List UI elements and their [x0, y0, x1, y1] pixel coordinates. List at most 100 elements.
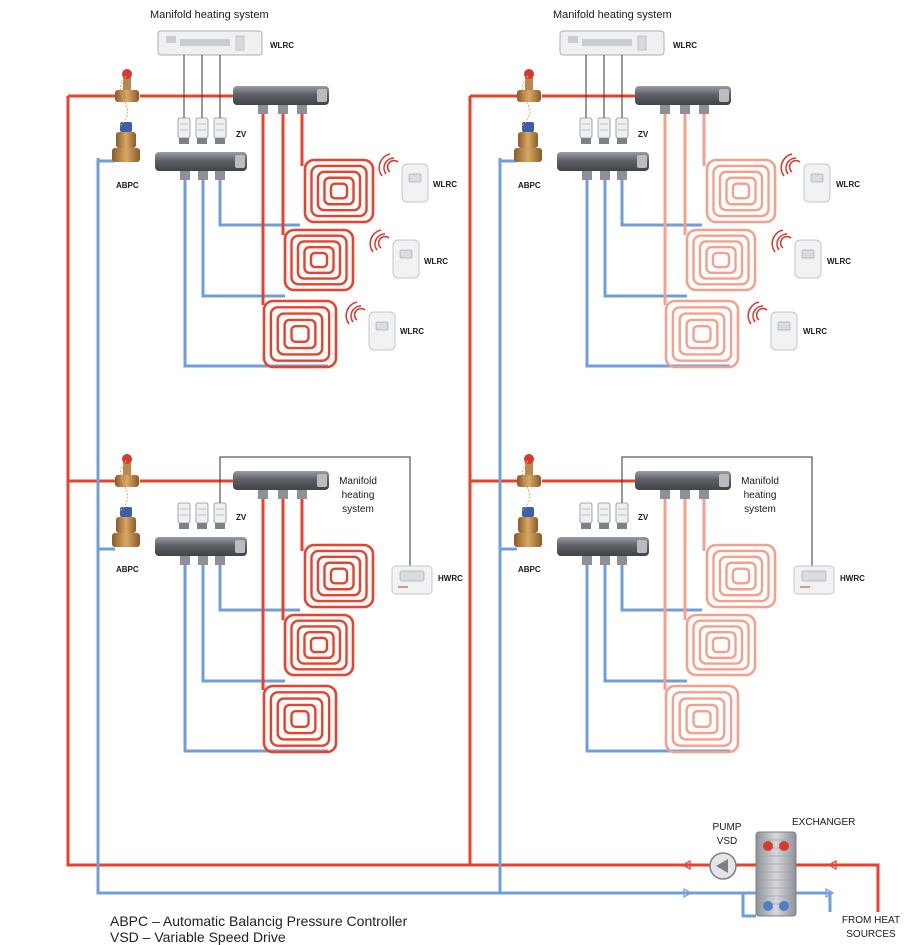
room-wlrc-tr-1	[780, 153, 831, 203]
room-wlrc-label-tl-1: WLRC	[433, 180, 457, 189]
room-wlrc-tl-1	[378, 153, 429, 203]
heat-exchanger	[741, 831, 829, 918]
manifold-title-bottom-right: Manifold heating system	[735, 475, 785, 517]
floor-loop-bl-2	[283, 613, 355, 677]
wlrc-main-controller-tl	[157, 30, 263, 56]
wlrc-main-controller-tr	[559, 30, 665, 56]
zone-valve-tr-2	[597, 117, 611, 144]
supply-fitting-br-2	[680, 490, 690, 499]
supply-fitting-tr-1	[660, 105, 670, 114]
supply-fitting-bl-3	[297, 490, 307, 499]
heat-source-label: FROM HEAT SOURCES	[836, 914, 906, 942]
manifold-title-bottom-left: Manifold heating system	[333, 475, 383, 517]
abpc-valve-br	[514, 460, 542, 547]
zone-valve-bl-3	[213, 502, 227, 529]
floor-loop-br-2	[685, 613, 757, 677]
manifold-title-top-right: Manifold heating system	[553, 9, 672, 21]
supply-valve-tr	[517, 69, 541, 102]
pump-label: PUMP VSD	[703, 821, 751, 849]
heat-source-line-1: FROM HEAT	[841, 915, 901, 926]
wlrc-main-label-tr: WLRC	[673, 41, 697, 50]
manifold-title-br-line-2: heating	[743, 490, 777, 501]
pump-vsd	[709, 852, 737, 880]
supply-fitting-tl-2	[278, 105, 288, 114]
manifold-title-bl-line-2: heating	[341, 490, 375, 501]
return-pipes-br	[585, 560, 730, 753]
control-wires-br	[621, 456, 813, 567]
legend-vsd: VSD – Variable Speed Drive	[110, 929, 286, 945]
exchanger-label: EXCHANGER	[792, 817, 856, 828]
floor-loop-tr-3	[664, 299, 740, 369]
control-wires-bl	[219, 456, 411, 567]
zone-valve-br-2	[597, 502, 611, 529]
abpc-label-br: ABPC	[518, 565, 541, 574]
supply-pipes-bl	[261, 491, 304, 690]
floor-loop-tl-2	[283, 228, 355, 292]
zv-label-bl: ZV	[236, 513, 247, 522]
supply-manifold-tr	[635, 86, 731, 105]
hwrc-label-br: HWRC	[840, 574, 865, 583]
zv-label-tl: ZV	[236, 130, 247, 139]
zone-valve-br-1	[579, 502, 593, 529]
zv-label-br: ZV	[638, 513, 649, 522]
abpc-valve-bl	[112, 460, 140, 547]
return-pipes-tl	[183, 175, 328, 368]
zone-valve-tr-3	[615, 117, 629, 144]
manifold-title-top-left: Manifold heating system	[150, 9, 269, 21]
return-fitting-br-2	[600, 556, 610, 565]
manifold-title-bl-line-3: system	[342, 504, 374, 515]
supply-valve-bl	[115, 454, 139, 487]
abpc-label-tl: ABPC	[116, 181, 139, 190]
supply-fitting-bl-2	[278, 490, 288, 499]
zone-valve-tl-2	[195, 117, 209, 144]
zone-valve-br-3	[615, 502, 629, 529]
floor-loop-tr-2	[685, 228, 757, 292]
supply-fitting-br-1	[660, 490, 670, 499]
control-wires-tl	[183, 55, 221, 118]
supply-valve-br	[517, 454, 541, 487]
abpc-label-tr: ABPC	[518, 181, 541, 190]
supply-manifold-bl	[233, 471, 329, 490]
unit-tr	[514, 30, 831, 369]
pump-label-line-1: PUMP	[712, 822, 742, 833]
return-pipes-bl	[183, 560, 328, 753]
supply-valve-tl	[115, 69, 139, 102]
manifold-title-br-line-3: system	[744, 504, 776, 515]
floor-loop-tl-1	[303, 158, 375, 224]
room-wlrc-label-tr-1: WLRC	[836, 180, 860, 189]
zone-valve-tr-1	[579, 117, 593, 144]
supply-fitting-bl-1	[258, 490, 268, 499]
floor-loop-br-3	[664, 684, 740, 754]
room-wlrc-tr-3	[747, 301, 798, 351]
return-manifold-br	[557, 537, 649, 556]
room-wlrc-label-tl-3: WLRC	[400, 327, 424, 336]
return-fitting-bl-2	[198, 556, 208, 565]
abpc-label-bl: ABPC	[116, 565, 139, 574]
floor-loop-br-1	[705, 543, 777, 609]
floor-loop-bl-3	[262, 684, 338, 754]
return-fitting-tl-3	[215, 171, 225, 180]
unit-tl	[112, 30, 429, 369]
return-manifold-bl	[155, 537, 247, 556]
room-wlrc-label-tl-2: WLRC	[424, 257, 448, 266]
supply-fitting-tr-3	[699, 105, 709, 114]
zone-valve-tl-3	[213, 117, 227, 144]
supply-pipes-tr	[663, 106, 706, 305]
supply-manifold-br	[635, 471, 731, 490]
hwrc-thermostat-br	[793, 565, 835, 595]
return-fitting-tl-1	[180, 171, 190, 180]
return-fitting-tr-2	[600, 171, 610, 180]
zone-valve-bl-1	[177, 502, 191, 529]
supply-fitting-tl-1	[258, 105, 268, 114]
room-wlrc-label-tr-3: WLRC	[803, 327, 827, 336]
floor-loop-tl-3	[262, 299, 338, 369]
room-wlrc-tl-3	[345, 301, 396, 351]
return-fitting-bl-3	[215, 556, 225, 565]
supply-pipes-tl	[261, 106, 304, 305]
zv-label-tr: ZV	[638, 130, 649, 139]
heat-source-line-2: SOURCES	[846, 929, 896, 940]
hwrc-label-bl: HWRC	[438, 574, 463, 583]
supply-manifold-tl	[233, 86, 329, 105]
room-wlrc-tr-2	[771, 229, 822, 279]
hwrc-thermostat-bl	[391, 565, 433, 595]
